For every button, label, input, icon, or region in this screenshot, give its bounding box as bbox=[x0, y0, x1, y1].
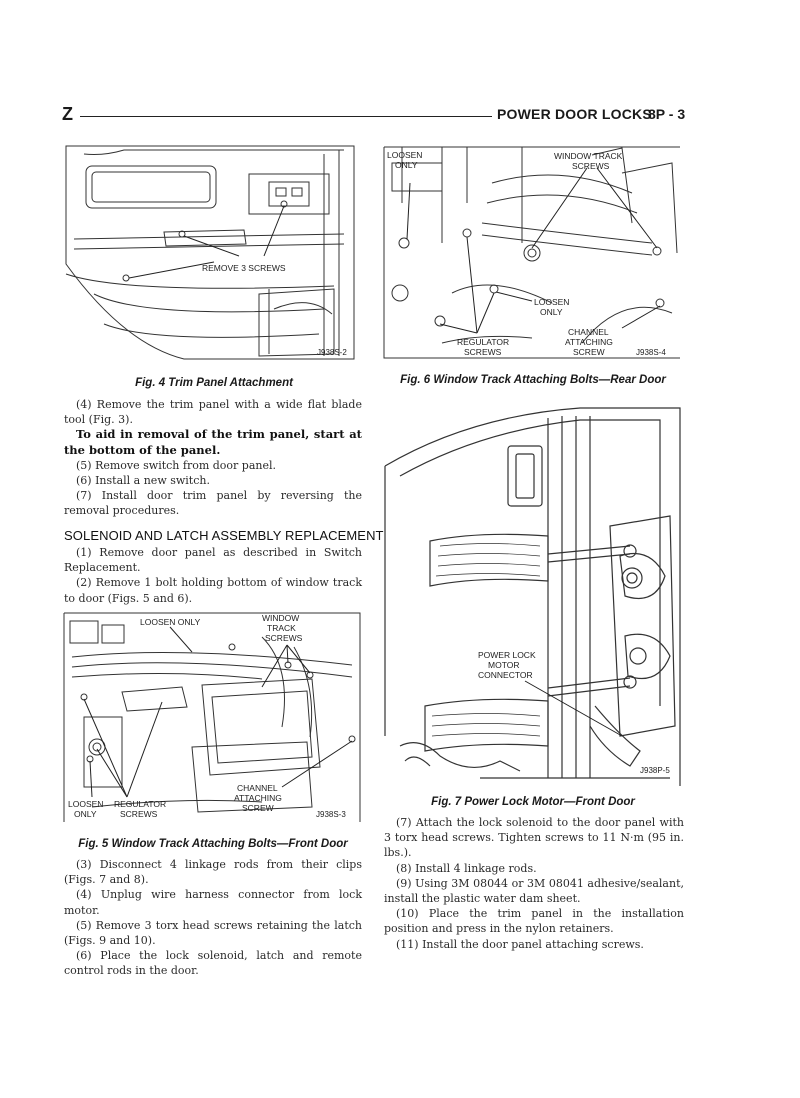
fig7-callout-motor-1: POWER LOCK bbox=[478, 650, 536, 660]
front-door-drawing: LOOSEN ONLY WINDOW TRACK SCREWS CHANNEL … bbox=[63, 612, 361, 822]
trim-panel-drawing: REMOVE 3 SCREWS J938S-2 bbox=[65, 145, 355, 360]
fig5-callout-window-2: TRACK bbox=[267, 623, 296, 633]
section-heading: SOLENOID AND LATCH ASSEMBLY REPLACEMENT bbox=[64, 528, 384, 543]
left-text-top: (4) Remove the trim panel with a wide fl… bbox=[64, 397, 362, 519]
step-8-install-rods: (8) Install 4 linkage rods. bbox=[396, 861, 537, 875]
fig5-callout-reg-1: REGULATOR bbox=[114, 799, 166, 809]
step-3-disconnect-rods: (3) Disconnect 4 linkage rods from their… bbox=[64, 858, 362, 887]
fig6-callout-channel-1: CHANNEL bbox=[568, 327, 609, 337]
step-10-place-trim: (10) Place the trim panel in the install… bbox=[384, 907, 684, 936]
step-7-install-trim: (7) Install door trim panel by reversing… bbox=[64, 489, 362, 518]
step-2-remove-bolt: (2) Remove 1 bolt holding bottom of wind… bbox=[64, 576, 362, 605]
fig4-caption: Fig. 4 Trim Panel Attachment bbox=[135, 377, 293, 389]
fig6-callout-loosen-a1: LOOSEN bbox=[387, 150, 422, 160]
step-4-remove-trim: (4) Remove the trim panel with a wide fl… bbox=[64, 398, 362, 427]
step-6-install-switch: (6) Install a new switch. bbox=[76, 474, 210, 488]
fig5-callout-window-3: SCREWS bbox=[265, 633, 303, 643]
fig6-callout-loosen-b2: ONLY bbox=[540, 307, 563, 317]
fig4-callout-remove: REMOVE 3 SCREWS bbox=[202, 263, 286, 273]
step-1-remove-panel: (1) Remove door panel as described in Sw… bbox=[64, 546, 362, 575]
fig6-callout-reg-1: REGULATOR bbox=[457, 337, 509, 347]
fig5-callout-window-1: WINDOW bbox=[262, 613, 299, 623]
fig4-id: J938S-2 bbox=[317, 348, 347, 357]
fig7-caption: Fig. 7 Power Lock Motor—Front Door bbox=[431, 796, 635, 808]
power-lock-drawing: POWER LOCK MOTOR CONNECTOR J938P-5 bbox=[384, 407, 681, 786]
step-6-place-solenoid: (6) Place the lock solenoid, latch and r… bbox=[64, 949, 362, 978]
figure-7-power-lock-motor: POWER LOCK MOTOR CONNECTOR J938P-5 bbox=[380, 406, 686, 788]
right-text-bottom: (7) Attach the lock solenoid to the door… bbox=[384, 815, 684, 952]
fig6-callout-channel-3: SCREW bbox=[573, 347, 605, 357]
fig6-callout-channel-2: ATTACHING bbox=[565, 337, 613, 347]
figure-4-trim-panel: REMOVE 3 SCREWS J938S-2 bbox=[64, 144, 364, 364]
fig5-callout-channel-3: SCREW bbox=[242, 803, 274, 813]
step-5-remove-switch: (5) Remove switch from door panel. bbox=[76, 458, 277, 472]
fig5-callout-channel-2: ATTACHING bbox=[234, 793, 282, 803]
fig6-callout-reg-2: SCREWS bbox=[464, 347, 502, 357]
fig6-callout-window-2: SCREWS bbox=[572, 161, 610, 171]
fig6-callout-window-1: WINDOW TRACK bbox=[554, 151, 623, 161]
fig5-callout-loosen-2: ONLY bbox=[74, 809, 97, 819]
figure-5-front-door: LOOSEN ONLY WINDOW TRACK SCREWS CHANNEL … bbox=[62, 607, 364, 829]
fig7-id: J938P-5 bbox=[640, 766, 670, 775]
fig5-id: J938S-3 bbox=[316, 810, 346, 819]
fig5-callout-reg-2: SCREWS bbox=[120, 809, 158, 819]
section-letter: Z bbox=[62, 104, 73, 124]
page-number: 8P - 3 bbox=[648, 106, 686, 122]
left-text-bottom: (3) Disconnect 4 linkage rods from their… bbox=[64, 857, 362, 979]
figure-6-rear-door: LOOSEN ONLY WINDOW TRACK SCREWS LOOSEN O… bbox=[382, 143, 684, 365]
header-rule bbox=[80, 116, 492, 117]
fig7-callout-motor-3: CONNECTOR bbox=[478, 670, 533, 680]
fig6-id: J938S-4 bbox=[636, 348, 666, 357]
fig5-callout-loosen-1: LOOSEN bbox=[68, 799, 103, 809]
step-4-unplug-harness: (4) Unplug wire harness connector from l… bbox=[64, 888, 362, 917]
step-5-remove-torx: (5) Remove 3 torx head screws retaining … bbox=[64, 918, 362, 948]
left-text-mid: (1) Remove door panel as described in Sw… bbox=[64, 545, 362, 606]
header-title: POWER DOOR LOCKS bbox=[497, 106, 652, 122]
step-11-install-screws: (11) Install the door panel attaching sc… bbox=[396, 937, 644, 951]
rear-door-drawing: LOOSEN ONLY WINDOW TRACK SCREWS LOOSEN O… bbox=[383, 146, 680, 359]
fig7-callout-motor-2: MOTOR bbox=[488, 660, 519, 670]
fig6-callout-loosen-a2: ONLY bbox=[395, 160, 418, 170]
fig6-caption: Fig. 6 Window Track Attaching Bolts—Rear… bbox=[400, 374, 666, 386]
fig5-callout-loosen-top: LOOSEN ONLY bbox=[140, 617, 201, 627]
step-7-attach-solenoid: (7) Attach the lock solenoid to the door… bbox=[384, 816, 684, 860]
step-9-adhesive: (9) Using 3M 08044 or 3M 08041 adhesive/… bbox=[384, 876, 684, 906]
fig5-callout-channel-1: CHANNEL bbox=[237, 783, 278, 793]
fig6-callout-loosen-b1: LOOSEN bbox=[534, 297, 569, 307]
fig5-caption: Fig. 5 Window Track Attaching Bolts—Fron… bbox=[78, 838, 348, 850]
note-trim-removal: To aid in removal of the trim panel, sta… bbox=[64, 427, 362, 457]
